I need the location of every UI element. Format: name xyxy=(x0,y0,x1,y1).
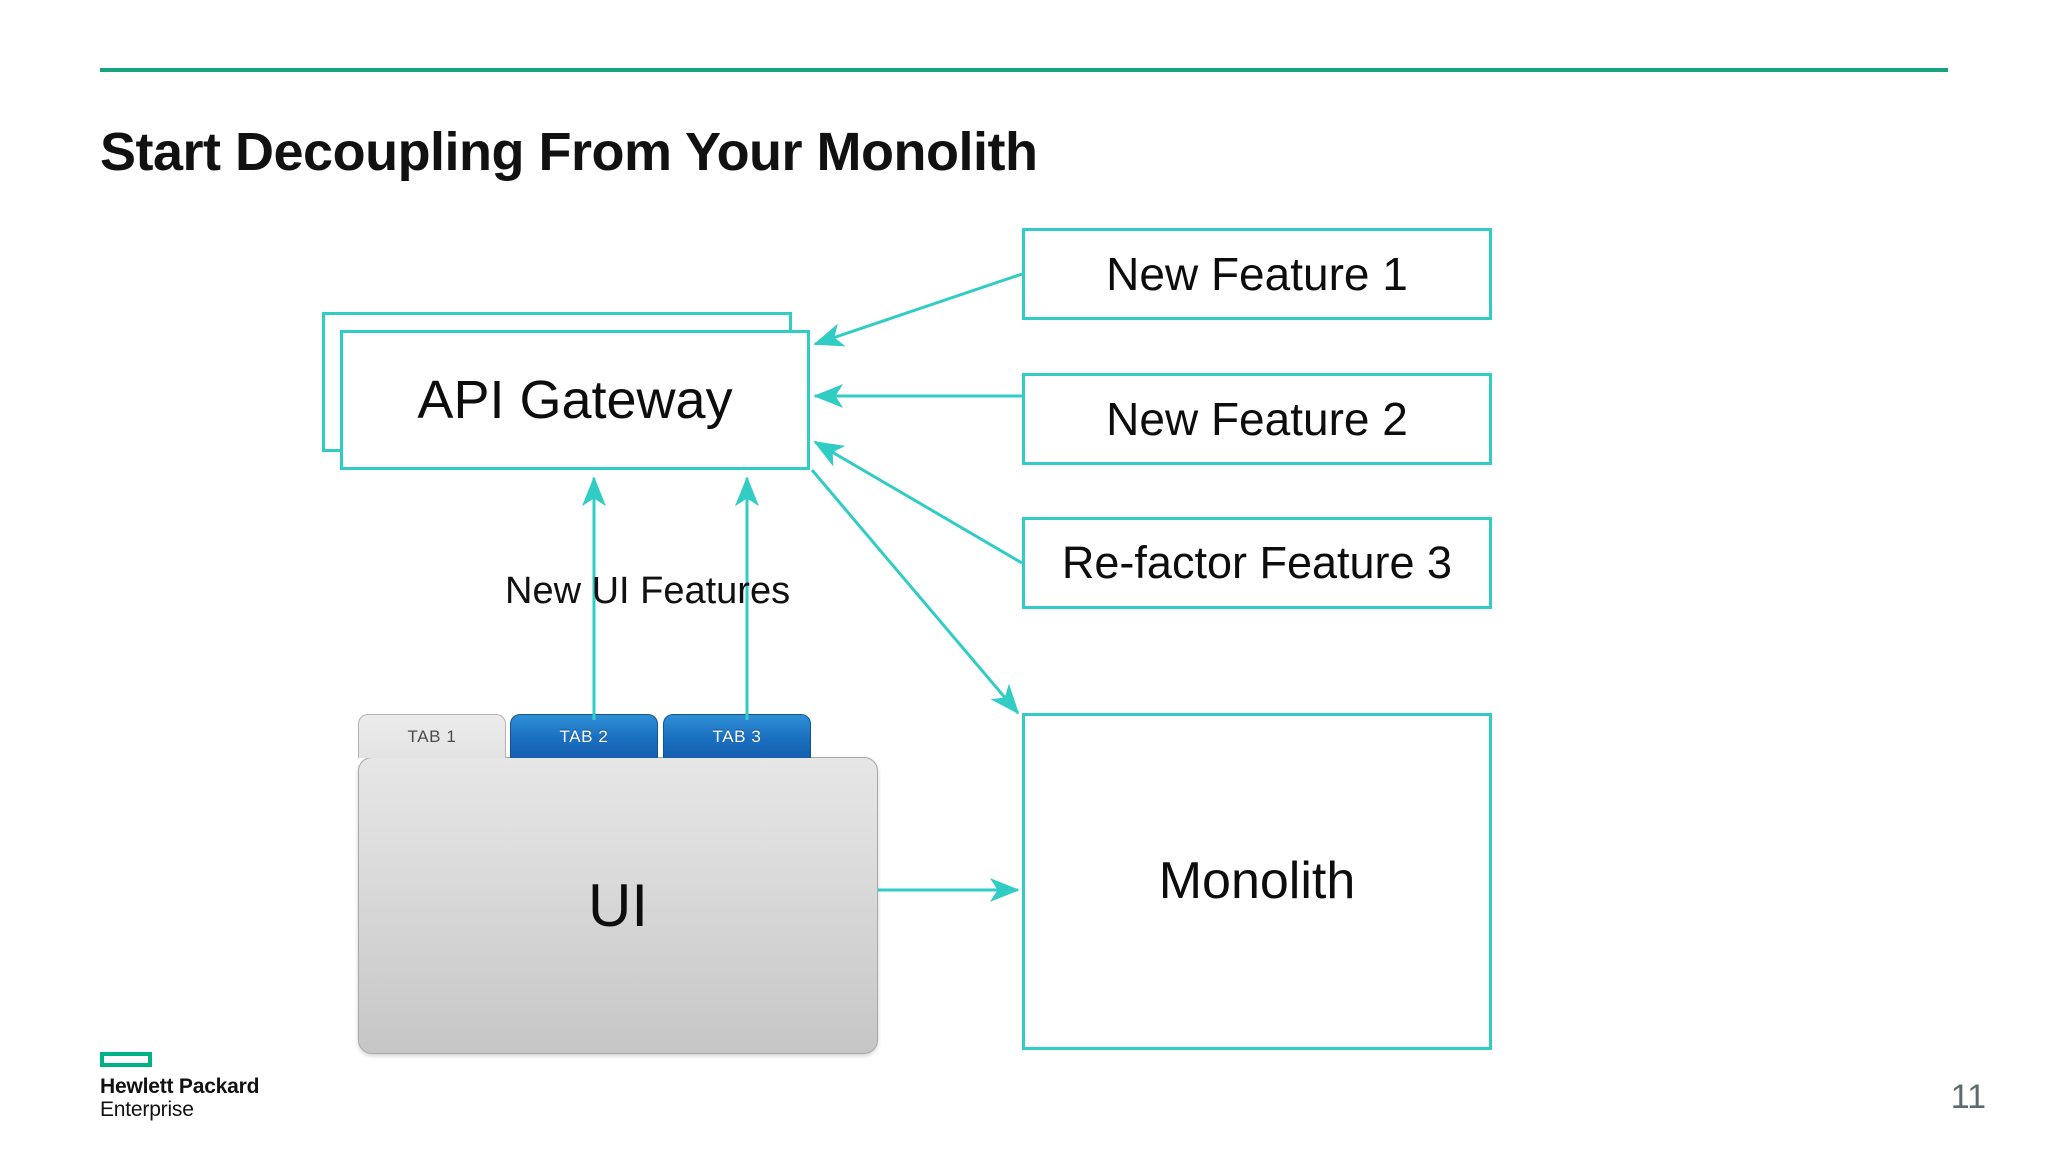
node-ui-widget[interactable]: TAB 1 TAB 2 TAB 3 UI xyxy=(358,714,878,1054)
ui-tabstrip: TAB 1 TAB 2 TAB 3 xyxy=(358,714,878,758)
edge-label-new-ui-features: New UI Features xyxy=(505,570,791,612)
ui-tab-1-label: TAB 1 xyxy=(407,726,457,746)
hpe-rectangle-icon xyxy=(100,1052,152,1067)
node-new-feature-1[interactable]: New Feature 1 xyxy=(1022,228,1492,320)
node-new-feature-2-label: New Feature 2 xyxy=(1106,392,1408,445)
node-monolith-label: Monolith xyxy=(1158,852,1356,911)
page-title: Start Decoupling From Your Monolith xyxy=(100,122,1038,183)
hpe-logo-line1: Hewlett Packard xyxy=(100,1075,260,1098)
hpe-logo: Hewlett Packard Enterprise xyxy=(100,1052,360,1122)
edge-feature1-to-gateway xyxy=(813,272,1023,347)
node-api-gateway[interactable]: API Gateway xyxy=(340,330,810,470)
node-monolith[interactable]: Monolith xyxy=(1022,713,1492,1050)
edge-feature3-to-gateway xyxy=(813,440,1023,565)
ui-tab-3-label: TAB 3 xyxy=(712,726,762,746)
ui-panel-body-label: UI xyxy=(588,872,648,939)
hpe-logo-line2: Enterprise xyxy=(100,1098,194,1122)
ui-tab-2-label: TAB 2 xyxy=(559,726,609,746)
node-refactor-feature-3[interactable]: Re-factor Feature 3 xyxy=(1022,517,1492,609)
ui-panel-body: UI xyxy=(358,757,878,1054)
ui-tab-2[interactable]: TAB 2 xyxy=(510,714,658,758)
node-refactor-feature-3-label: Re-factor Feature 3 xyxy=(1061,537,1453,589)
edge-gateway-to-monolith xyxy=(810,469,1020,715)
node-new-feature-2[interactable]: New Feature 2 xyxy=(1022,373,1492,465)
title-divider-rule xyxy=(100,68,1948,72)
node-new-feature-1-label: New Feature 1 xyxy=(1106,247,1408,300)
ui-tab-1[interactable]: TAB 1 xyxy=(358,714,506,758)
ui-tab-3[interactable]: TAB 3 xyxy=(663,714,811,758)
node-api-gateway-label: API Gateway xyxy=(417,369,733,430)
page-number: 11 xyxy=(1950,1078,1986,1116)
